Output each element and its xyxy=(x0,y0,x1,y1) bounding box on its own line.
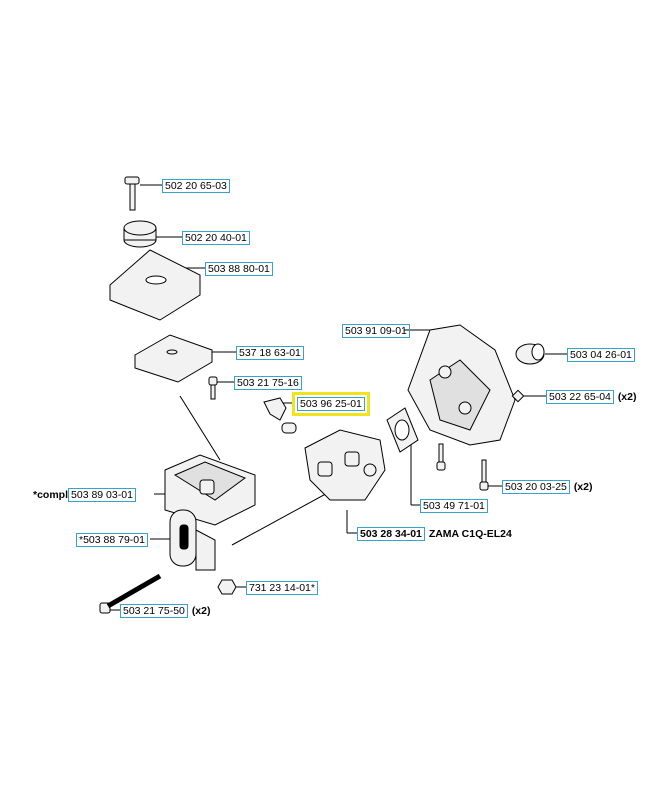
part-number: 503 91 09-01 xyxy=(342,324,410,338)
small-screw-part xyxy=(208,376,218,386)
label-nut: 731 23 14-01* xyxy=(246,581,318,595)
label-shroud: 503 91 09-01 xyxy=(342,324,410,338)
clip-part xyxy=(511,389,525,403)
label-long-bolt: 503 21 75-50 (x2) xyxy=(120,604,211,618)
part-number-highlighted: 503 96 25-01 xyxy=(292,392,370,416)
part-prefix: *compl xyxy=(33,489,69,501)
model-name: ZAMA C1Q-EL24 xyxy=(428,528,512,540)
label-choke: *503 88 79-01 xyxy=(76,533,148,547)
part-number: 731 23 14-01* xyxy=(246,581,318,595)
part-number: 503 04 26-01 xyxy=(567,348,635,362)
long-bolt-part xyxy=(99,602,111,614)
quantity: (x2) xyxy=(617,391,637,403)
quantity: (x2) xyxy=(573,481,593,493)
part-number: *503 88 79-01 xyxy=(76,533,148,547)
bolt-top-part xyxy=(124,176,140,185)
quantity: (x2) xyxy=(191,605,211,617)
part-number: 503 21 75-50 xyxy=(120,604,188,618)
label-filter-cover: 503 88 80-01 xyxy=(205,262,273,276)
part-number: 503 28 34-01 xyxy=(357,527,425,541)
part-number: 503 89 03-01 xyxy=(68,488,136,502)
part-number: 537 18 63-01 xyxy=(236,346,304,360)
nut-part xyxy=(217,579,237,595)
shroud-screw-part xyxy=(436,461,446,471)
filter-part xyxy=(134,334,213,383)
label-bracket: 503 96 25-01 xyxy=(292,392,370,416)
label-knob: 502 20 40-01 xyxy=(182,231,250,245)
part-number: 503 88 80-01 xyxy=(205,262,273,276)
part-number: 503 22 65-04 xyxy=(546,390,614,404)
label-bolt-top: 502 20 65-03 xyxy=(162,179,230,193)
label-shroud-screw: 503 20 03-25 (x2) xyxy=(502,480,593,494)
label-clip: 503 22 65-04 (x2) xyxy=(546,390,637,404)
part-number: 503 20 03-25 xyxy=(502,480,570,494)
part-number: 503 21 75-16 xyxy=(234,376,302,390)
bracket-part xyxy=(263,397,287,421)
filter-cover-part xyxy=(109,249,201,321)
label-filter: 537 18 63-01 xyxy=(236,346,304,360)
part-number: 503 49 71-01 xyxy=(420,499,488,513)
label-grommet: 503 04 26-01 xyxy=(567,348,635,362)
label-small-screw: 503 21 75-16 xyxy=(234,376,302,390)
label-gasket: 503 49 71-01 xyxy=(420,499,488,513)
part-number: 502 20 65-03 xyxy=(162,179,230,193)
part-number: 502 20 40-01 xyxy=(182,231,250,245)
label-carburetor: 503 28 34-01 ZAMA C1Q-EL24 xyxy=(357,527,512,541)
